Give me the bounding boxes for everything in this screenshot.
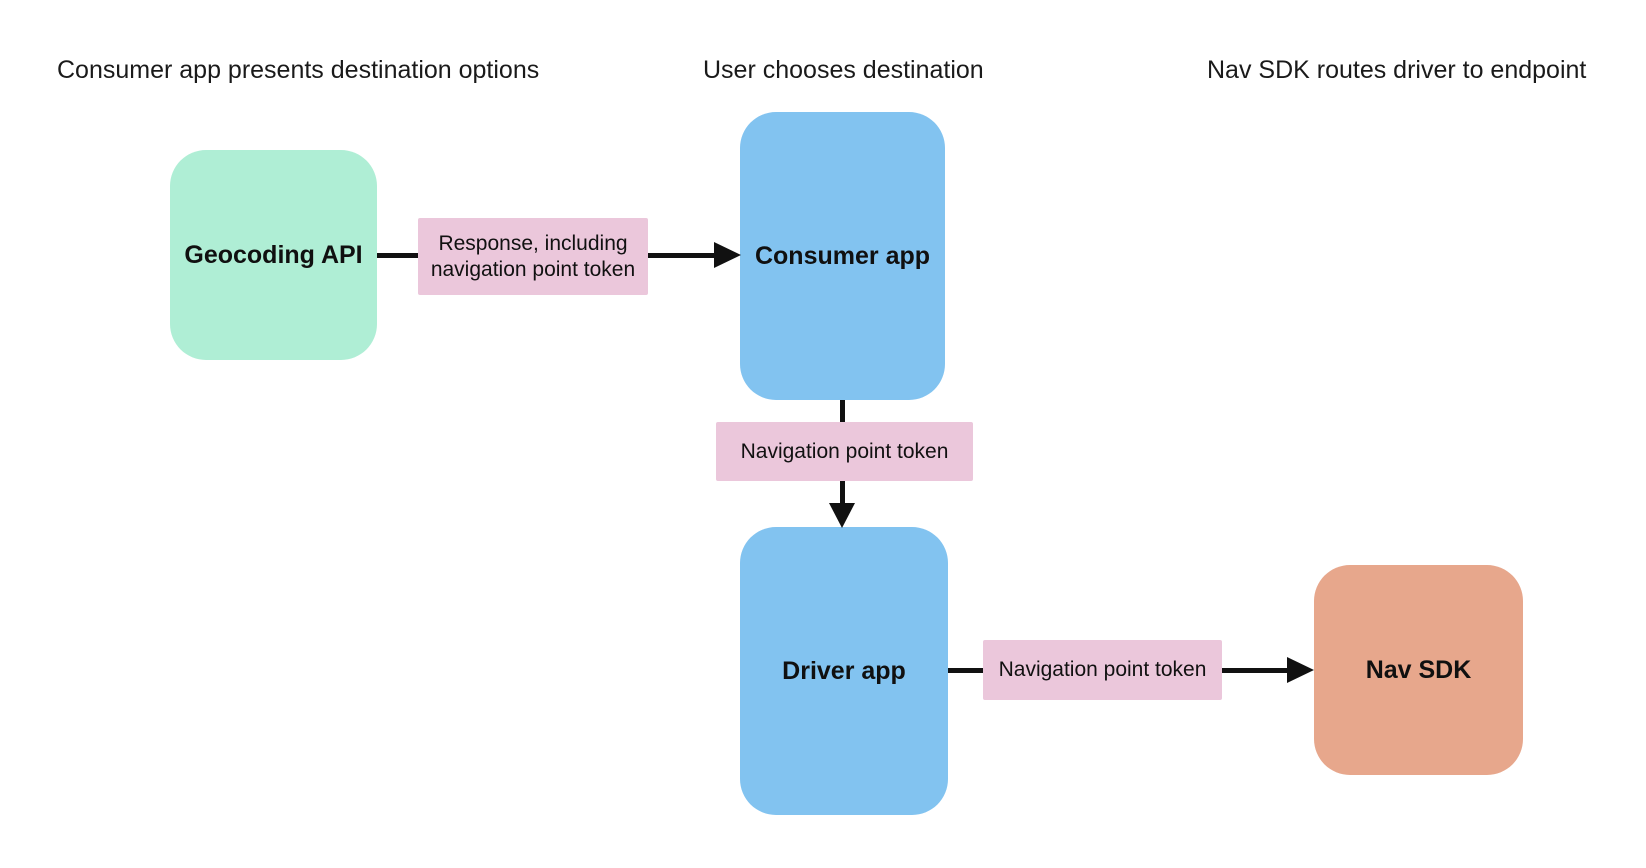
column-header-user-chooses: User chooses destination — [703, 56, 984, 84]
arrowhead-down-icon — [829, 503, 855, 528]
node-nav-sdk-label: Nav SDK — [1365, 655, 1472, 684]
column-header-nav-sdk-routes: Nav SDK routes driver to endpoint — [1207, 56, 1587, 84]
edge-label-navigation-point-token-horizontal-text: Navigation point token — [998, 658, 1207, 681]
edge-label-response-including-token: Response, including navigation point tok… — [418, 218, 648, 295]
edge-geocoding-to-consumer-line-right — [648, 253, 714, 258]
edge-consumer-to-driver-line-top — [840, 400, 845, 422]
edge-driver-to-navsdk-line-left — [948, 668, 983, 673]
edge-geocoding-to-consumer-line-left — [377, 253, 418, 258]
node-consumer-app-label: Consumer app — [754, 241, 931, 270]
column-header-consumer-presents: Consumer app presents destination option… — [57, 56, 540, 84]
arrowhead-right-icon — [1287, 657, 1314, 683]
node-nav-sdk: Nav SDK — [1314, 565, 1523, 775]
edge-label-navigation-point-token-vertical: Navigation point token — [716, 422, 973, 481]
node-geocoding-api-label: Geocoding API — [184, 240, 363, 269]
edge-label-navigation-point-token-vertical-text: Navigation point token — [740, 439, 949, 463]
node-driver-app: Driver app — [740, 527, 948, 815]
edge-consumer-to-driver-line-bottom — [840, 481, 845, 503]
edge-driver-to-navsdk-line-right — [1222, 668, 1287, 673]
edge-label-response-including-token-text: Response, including navigation point tok… — [430, 231, 636, 281]
node-driver-app-label: Driver app — [782, 656, 906, 685]
arrowhead-right-icon — [714, 242, 741, 268]
node-consumer-app: Consumer app — [740, 112, 945, 400]
node-geocoding-api: Geocoding API — [170, 150, 377, 360]
edge-label-navigation-point-token-horizontal: Navigation point token — [983, 640, 1222, 700]
